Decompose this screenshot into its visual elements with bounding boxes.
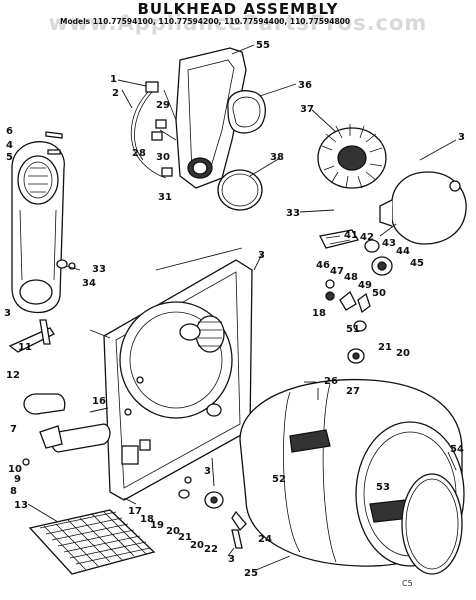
- cylinder-parts-7-11: [22, 393, 111, 466]
- callout-28: 28: [132, 148, 146, 159]
- blower-wheel: [317, 124, 387, 189]
- callout-47: 47: [330, 266, 344, 277]
- callout-5: 5: [6, 152, 13, 163]
- callout-19: 19: [150, 520, 164, 531]
- callout-49: 49: [358, 280, 372, 291]
- gasket-36: [227, 90, 266, 134]
- callout-42: 42: [360, 232, 374, 243]
- callout-43: 43: [382, 238, 396, 249]
- callout-26: 26: [324, 376, 338, 387]
- small-hardware-41-45: [319, 229, 393, 276]
- blower-housing: [379, 171, 467, 245]
- callout-54: 54: [450, 444, 464, 455]
- callout-30: 30: [156, 152, 170, 163]
- callout-34: 34: [82, 278, 96, 289]
- callout-55: 55: [256, 40, 270, 51]
- callout-3a: 3: [458, 132, 465, 143]
- callout-36: 36: [298, 80, 312, 91]
- callout-52: 52: [272, 474, 286, 485]
- callout-17: 17: [128, 506, 142, 517]
- bracket-12: [8, 319, 55, 353]
- top-duct-part: [159, 47, 247, 189]
- callout-46: 46: [316, 260, 330, 271]
- callout-3b: 3: [258, 250, 265, 261]
- screws-4-6: [45, 131, 63, 155]
- callout-41: 41: [344, 230, 358, 241]
- lint-screen: [28, 509, 156, 575]
- small-hardware-46-51: [325, 279, 371, 364]
- callout-37: 37: [300, 104, 314, 115]
- drum-seal-54: [401, 473, 463, 575]
- callout-33a: 33: [92, 264, 106, 275]
- callout-3d: 3: [204, 466, 211, 477]
- callout-51: 51: [346, 324, 360, 335]
- bulkhead-panel: [103, 259, 253, 501]
- callout-2: 2: [112, 88, 119, 99]
- callout-20a: 20: [166, 526, 180, 537]
- wire-harness: [130, 81, 173, 179]
- callout-31: 31: [158, 192, 172, 203]
- callout-45: 45: [410, 258, 424, 269]
- callout-22: 22: [204, 544, 218, 555]
- callout-10: 10: [8, 464, 22, 475]
- callout-6: 6: [6, 126, 13, 137]
- callout-12: 12: [6, 370, 20, 381]
- callout-7: 7: [10, 424, 17, 435]
- page-title: BULKHEAD ASSEMBLY: [137, 0, 339, 18]
- callout-53: 53: [376, 482, 390, 493]
- footer-code: C5: [402, 579, 413, 588]
- callout-labels: 1 2 3 3 3 3 3 4 5 6 7 8 9 10 11 12 13 16…: [4, 40, 465, 579]
- callout-8: 8: [10, 486, 17, 497]
- callout-11: 11: [18, 342, 32, 353]
- gasket-38: [217, 169, 263, 211]
- model-numbers: Models 110.77594100, 110.77594200, 110.7…: [60, 17, 351, 26]
- callout-29: 29: [156, 100, 170, 111]
- callout-44: 44: [396, 246, 410, 257]
- callout-25: 25: [244, 568, 258, 579]
- callout-20c: 20: [396, 348, 410, 359]
- exhaust-duct: [11, 141, 65, 314]
- rollers-18-24: [178, 476, 247, 549]
- callout-18b: 18: [312, 308, 326, 319]
- callout-48: 48: [344, 272, 358, 283]
- leader-lines: [27, 44, 457, 571]
- callout-27: 27: [346, 386, 360, 397]
- callout-20b: 20: [190, 540, 204, 551]
- callout-16: 16: [92, 396, 106, 407]
- callout-38: 38: [270, 152, 284, 163]
- callout-21a: 21: [178, 532, 192, 543]
- callout-24: 24: [258, 534, 272, 545]
- callout-3e: 3: [228, 554, 235, 565]
- callout-18a: 18: [140, 514, 154, 525]
- callout-13: 13: [14, 500, 28, 511]
- callout-50: 50: [372, 288, 386, 299]
- callout-33b: 33: [286, 208, 300, 219]
- callout-3c: 3: [4, 308, 11, 319]
- callout-1: 1: [110, 74, 117, 85]
- callout-4: 4: [6, 140, 13, 151]
- callout-9: 9: [14, 474, 21, 485]
- callout-21b: 21: [378, 342, 392, 353]
